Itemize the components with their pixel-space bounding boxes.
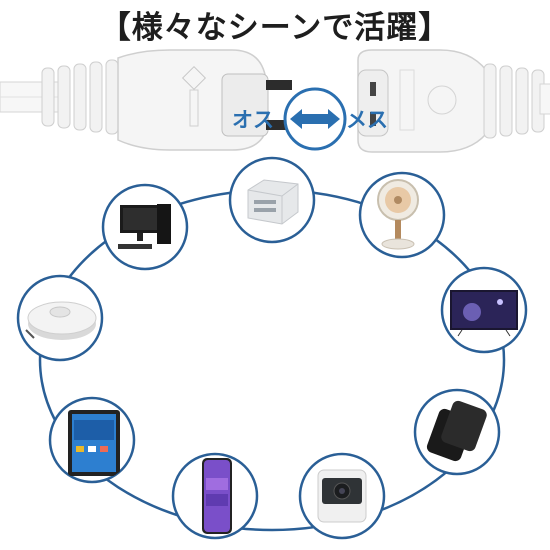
robot-vacuum-icon [16, 274, 104, 362]
male-cable [0, 59, 119, 135]
male-label: オス [232, 108, 274, 132]
projector-icon [298, 452, 386, 540]
desk-fan-icon [358, 171, 446, 259]
male-plug [117, 49, 292, 151]
tablet-icon [48, 396, 136, 484]
page-title: 【様々なシーンで活躍】 [99, 10, 451, 46]
storage-box-icon [228, 156, 316, 244]
flat-tv-icon [440, 266, 528, 354]
female-label: メス [346, 108, 388, 132]
power-bank-icon [413, 388, 501, 476]
desktop-computer-icon [101, 183, 189, 271]
connect-arrow-icon [283, 87, 347, 151]
smartphone-icon [171, 452, 259, 540]
female-socket [357, 49, 550, 153]
